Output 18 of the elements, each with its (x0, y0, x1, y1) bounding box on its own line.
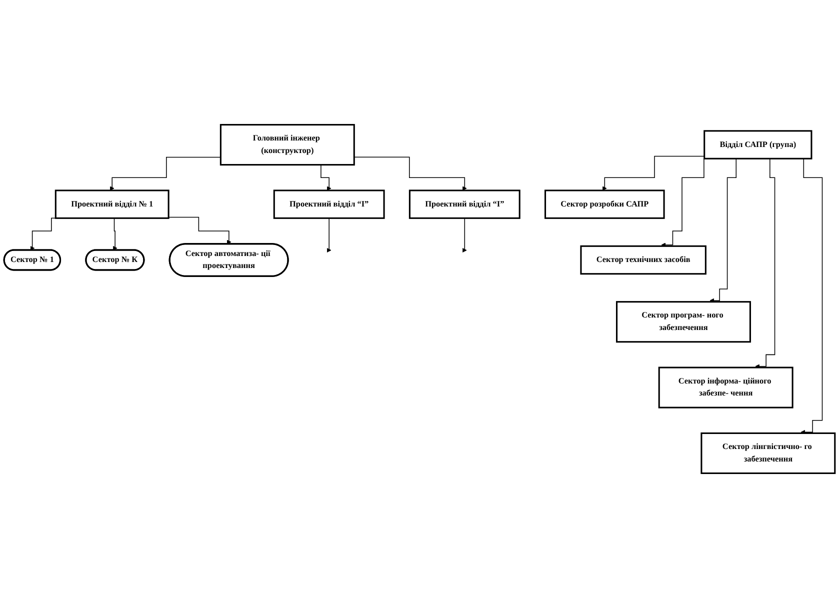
arrow (326, 218, 332, 252)
node-box (580, 245, 706, 275)
node-box (616, 301, 751, 343)
arrow (755, 158, 776, 369)
node-box (658, 366, 794, 408)
node-box (700, 432, 836, 474)
arrow (110, 156, 222, 191)
arrow (354, 156, 467, 191)
node-box (220, 124, 355, 166)
node-box (408, 190, 520, 219)
node-box (544, 190, 665, 219)
node-box (704, 130, 812, 160)
node-box (273, 190, 385, 219)
arrow (602, 156, 705, 191)
arrow (112, 218, 118, 250)
arrow (462, 218, 467, 252)
node-box (54, 190, 170, 219)
arrow (168, 216, 232, 244)
